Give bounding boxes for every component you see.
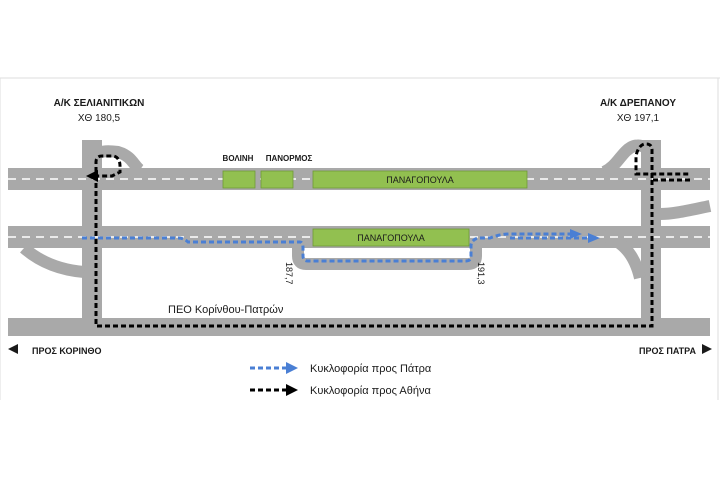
labels: Α/Κ ΣΕΛΙΑΝΙΤΙΚΩΝ ΧΘ 180,5 Α/Κ ΔΡΕΠΑΝΟΥ Χ… — [32, 98, 696, 356]
interchange-right-km: ΧΘ 197,1 — [617, 113, 660, 124]
direction-left-label: ΠΡΟΣ ΚΟΡΙΝΘΟ — [32, 346, 102, 356]
km-marker-left: 187,7 — [284, 262, 294, 285]
left-loop-ramp — [86, 145, 144, 175]
right-slip-upper — [659, 200, 712, 220]
interchange-left-name: Α/Κ ΣΕΛΙΑΝΙΤΙΚΩΝ — [54, 98, 145, 109]
legend: Κυκλοφορία προς Πάτρα Κυκλοφορία προς Αθ… — [250, 362, 432, 397]
km-marker-right: 191,3 — [476, 262, 486, 285]
legend-athina-arrow — [286, 384, 298, 396]
tunnel-panagopoula-top — [312, 170, 528, 189]
route-patra-path-1 — [82, 232, 570, 263]
route-athina-main — [94, 154, 654, 328]
old-national-road — [8, 318, 710, 336]
legend-patra-label: Κυκλοφορία προς Πάτρα — [310, 363, 432, 375]
tunnel-panagopoula-bottom — [312, 228, 470, 247]
route-patra-arrow-1 — [570, 229, 582, 239]
interchange-left-km: ΧΘ 180,5 — [78, 113, 121, 124]
left-ramps — [20, 145, 144, 278]
right-loop-ramp — [601, 139, 657, 178]
tunnel-panormos — [260, 170, 294, 189]
route-athina — [94, 142, 690, 328]
tunnel-volini — [222, 170, 256, 189]
interchange-right-name: Α/Κ ΔΡΕΠΑΝΟΥ — [600, 98, 676, 109]
legend-athina-label: Κυκλοφορία προς Αθήνα — [310, 385, 431, 397]
direction-right-label: ΠΡΟΣ ΠΑΤΡΑ — [639, 346, 696, 356]
tunnel-volini-label: ΒΟΛΙΝΗ — [223, 154, 254, 163]
tunnel-panagopoula-top-label: ΠΑΝΑΓΟΠΟΥΛΑ — [386, 175, 454, 185]
left-slip-upper — [99, 170, 129, 184]
route-athina-arrow — [86, 170, 98, 182]
route-patra-arrow-2 — [588, 233, 600, 243]
tunnel-panormos-label: ΠΑΝΟΡΜΟΣ — [266, 154, 313, 163]
legend-patra-arrow — [286, 362, 298, 374]
arrow-right-icon — [702, 344, 712, 354]
arrow-left-icon — [8, 344, 18, 354]
right-slip-lower — [602, 230, 646, 280]
tunnel-bypass-road — [292, 248, 482, 270]
tunnel-panagopoula-bottom-label: ΠΑΝΑΓΟΠΟΥΛΑ — [357, 233, 425, 243]
right-ramps — [601, 139, 712, 280]
tunnels: ΠΑΝΑΓΟΠΟΥΛΑ ΠΑΝΑΓΟΠΟΥΛΑ — [222, 170, 528, 247]
route-patra — [82, 232, 588, 263]
old-road-label: ΠΕΟ Κορίνθου-Πατρών — [168, 304, 284, 316]
left-slip-lower — [20, 243, 85, 278]
